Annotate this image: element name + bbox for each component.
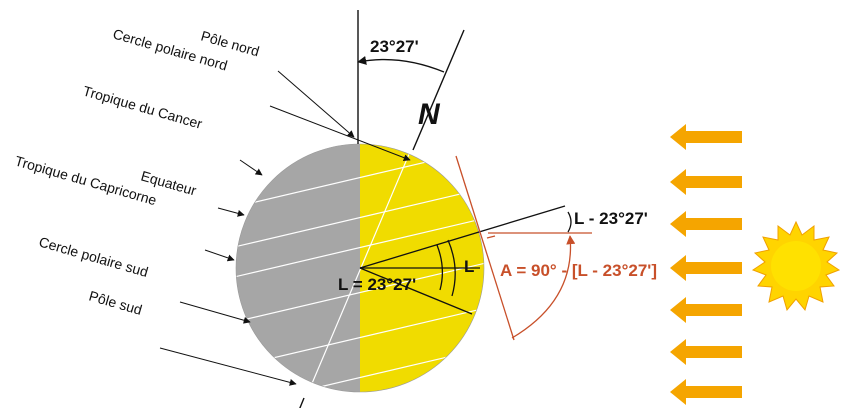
sunlight-arrow-icon: [670, 255, 742, 281]
latitude-construction: [359, 205, 566, 315]
sunlight-arrow-icon: [670, 297, 742, 323]
cercle-polaire-sud-label: Cercle polaire sud: [37, 234, 150, 280]
l-minus-tilt-label: L - 23°27': [574, 209, 648, 228]
sunlight-arrow-icon: [670, 339, 742, 365]
sunlight-arrow-icon: [670, 169, 742, 195]
north-label: N: [418, 98, 441, 131]
l-label: L: [464, 257, 474, 276]
tilted-axis-bottom: [299, 397, 305, 408]
tilt-angle-label: 23°27': [370, 37, 419, 56]
tropique-cancer-label: Tropique du Cancer: [81, 83, 204, 132]
sunlight-arrows: [670, 124, 742, 405]
sunlight-arrow-icon: [670, 211, 742, 237]
night-hemisphere: [236, 144, 360, 392]
altitude-formula-label: A = 90° - [L - 23°27']: [500, 261, 657, 280]
horizon-construction: [455, 155, 592, 341]
latitude-formula-label: L = 23°27': [338, 275, 416, 294]
small-tilt-arc: [567, 211, 572, 233]
tilt-arc: [357, 56, 445, 73]
sun-icon: [751, 220, 841, 312]
globe: [235, 143, 485, 393]
sunlight-arrow-icon: [670, 379, 742, 405]
pole-sud-label: Pôle sud: [87, 288, 144, 318]
tropique-capricorne-label: Tropique du Capricorne: [13, 153, 159, 209]
tilted-axis-top: [412, 29, 465, 151]
sunlight-arrow-icon: [670, 124, 742, 150]
